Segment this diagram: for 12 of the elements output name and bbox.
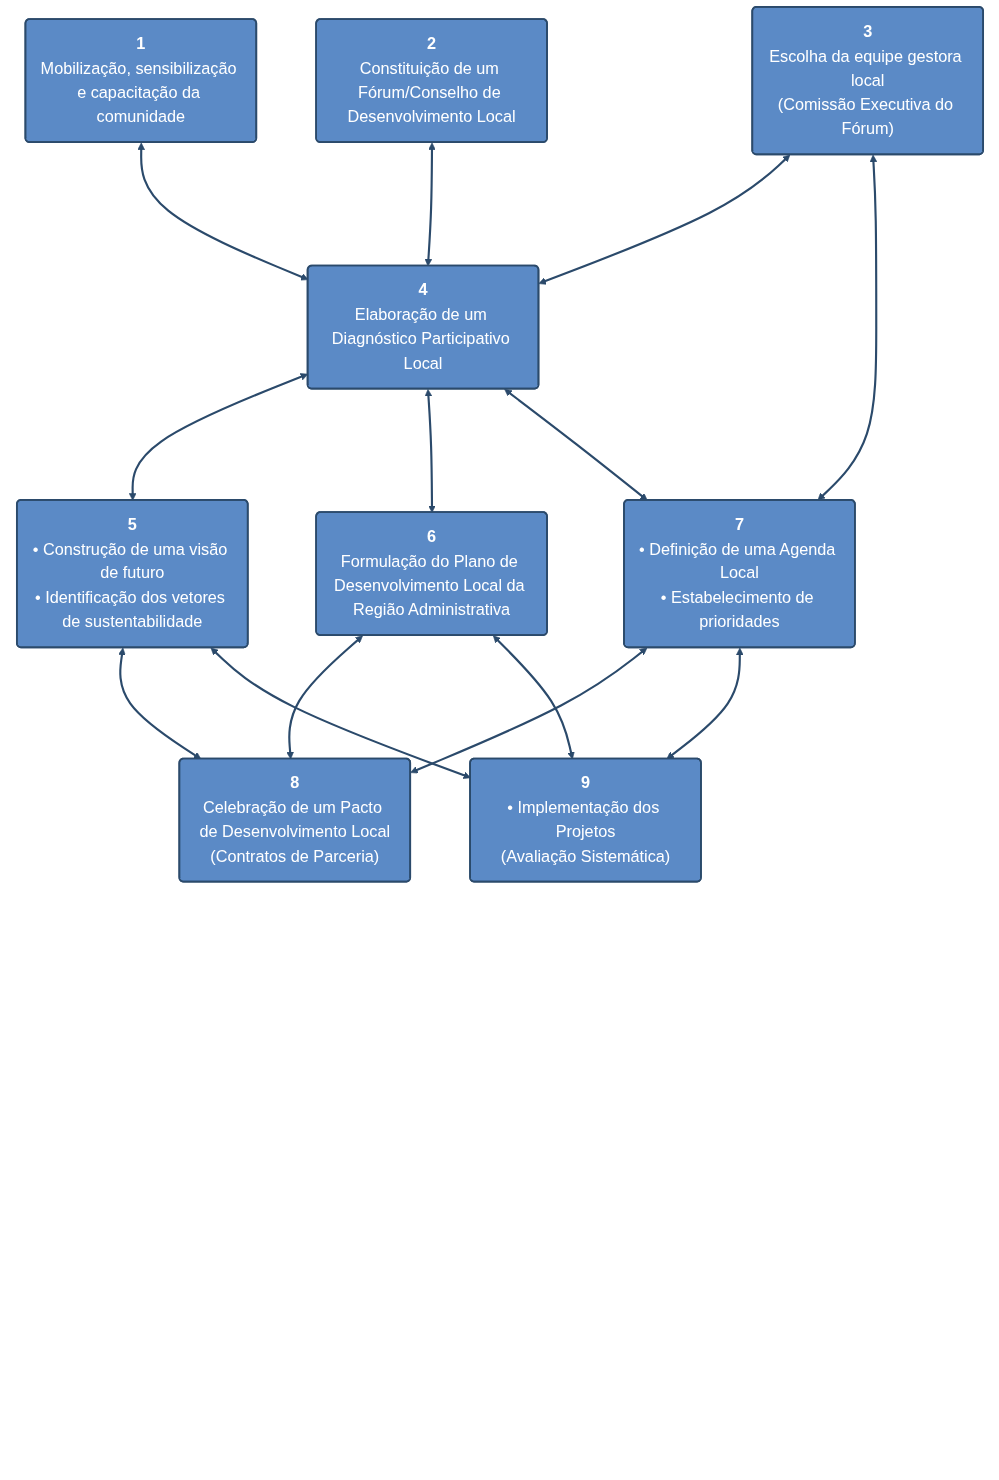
arrow (128, 373, 308, 501)
arrow (285, 635, 363, 760)
arrow (492, 635, 575, 760)
arrow (503, 388, 648, 501)
arrow (409, 647, 647, 774)
arrow (117, 647, 201, 760)
arrow (817, 154, 877, 501)
arrow (424, 142, 436, 267)
arrow (666, 647, 744, 760)
arrow (538, 154, 790, 285)
arrow (424, 389, 436, 513)
arrow (136, 142, 308, 281)
